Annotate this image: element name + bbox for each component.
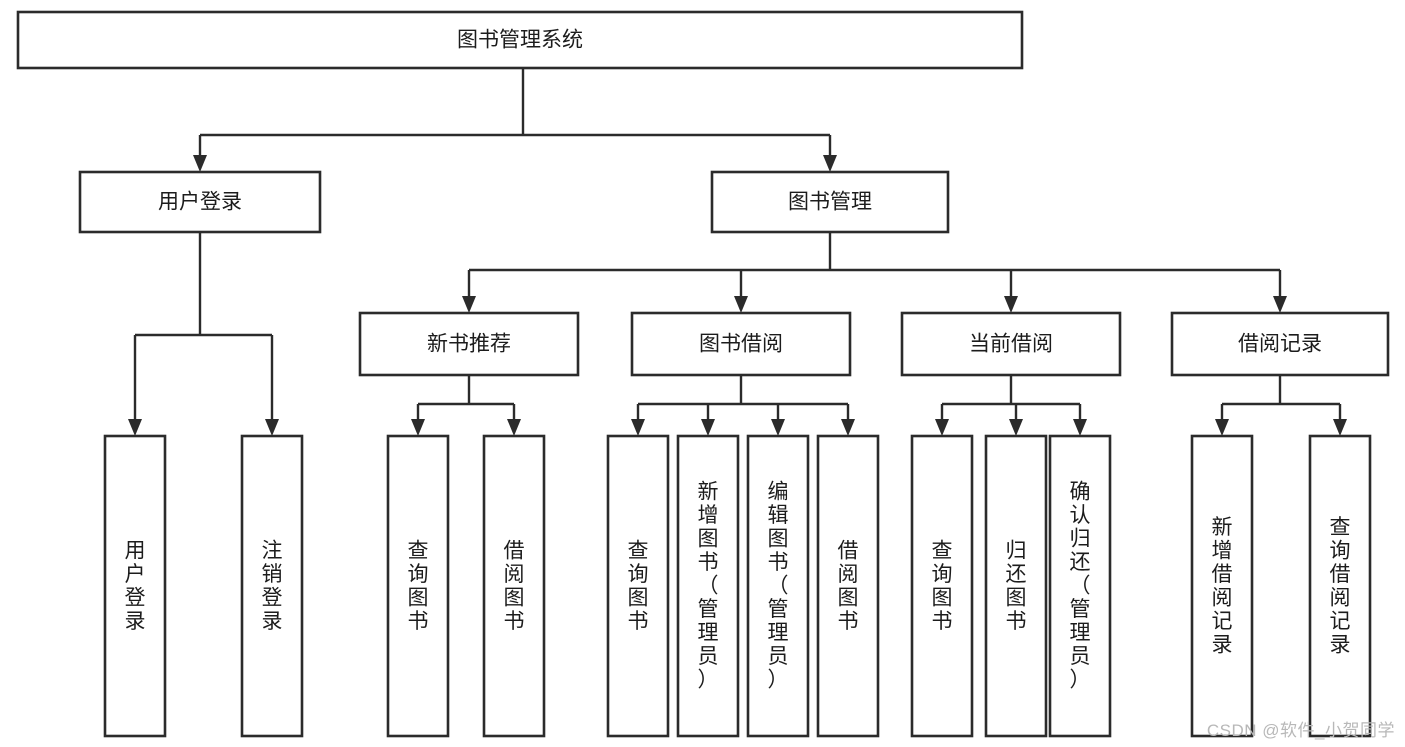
arrow-head-icon [462, 296, 476, 313]
node-borrow-record[interactable]: 借阅记录 [1170, 311, 1390, 377]
node-label: 注销登录 [262, 539, 283, 633]
arrow-head-icon [734, 296, 748, 313]
node-label: 新增借阅记录 [1212, 516, 1233, 657]
node-label: 确认归还（管理员） [1070, 481, 1091, 692]
node-label: 查询图书 [408, 539, 429, 633]
arrow-head-icon [935, 419, 949, 436]
node-leaf-add-record[interactable]: 新增借阅记录 [1190, 434, 1254, 738]
node-box [1170, 311, 1390, 377]
arrow-head-icon [631, 419, 645, 436]
arrow-head-icon [1073, 419, 1087, 436]
arrow-head-icon [1004, 296, 1018, 313]
node-leaf-edit-book[interactable]: 编辑图书（管理员） [746, 434, 810, 738]
arrow-head-icon [771, 419, 785, 436]
node-box [103, 434, 167, 738]
node-leaf-query-record[interactable]: 查询借阅记录 [1308, 434, 1372, 738]
node-box [1190, 434, 1254, 738]
node-leaf-borrow-book-rec[interactable]: 借阅图书 [482, 434, 546, 738]
node-root[interactable]: 图书管理系统 [16, 10, 1024, 70]
node-layer: 图书管理系统用户登录图书管理新书推荐图书借阅当前借阅借阅记录用户登录注销登录查询… [16, 10, 1390, 738]
node-label: 图书借阅 [699, 333, 783, 356]
node-label: 查询借阅记录 [1330, 516, 1351, 657]
node-leaf-query-book-rec[interactable]: 查询图书 [386, 434, 450, 738]
arrow-head-icon [1215, 419, 1229, 436]
node-box [358, 311, 580, 377]
node-leaf-query-book-cb[interactable]: 查询图书 [910, 434, 974, 738]
node-box [746, 434, 810, 738]
node-leaf-query-book-bb[interactable]: 查询图书 [606, 434, 670, 738]
node-label: 归还图书 [1006, 539, 1027, 633]
node-box [710, 170, 950, 234]
node-current-borrow[interactable]: 当前借阅 [900, 311, 1122, 377]
node-leaf-confirm-return[interactable]: 确认归还（管理员） [1048, 434, 1112, 738]
node-box [1048, 434, 1112, 738]
arrow-head-icon [193, 155, 207, 172]
node-box [630, 311, 852, 377]
node-label: 借阅图书 [504, 539, 525, 633]
node-box [900, 311, 1122, 377]
arrow-head-icon [411, 419, 425, 436]
node-label: 当前借阅 [969, 333, 1053, 356]
node-leaf-logout[interactable]: 注销登录 [240, 434, 304, 738]
arrow-head-icon [1333, 419, 1347, 436]
node-box [984, 434, 1048, 738]
node-box [1308, 434, 1372, 738]
arrow-head-icon [841, 419, 855, 436]
node-box [482, 434, 546, 738]
node-box [910, 434, 974, 738]
node-box [16, 10, 1024, 70]
arrow-head-icon [823, 155, 837, 172]
node-user-login[interactable]: 用户登录 [78, 170, 322, 234]
node-label: 图书管理系统 [457, 29, 583, 52]
connector-layer [128, 68, 1347, 436]
node-leaf-borrow-book-bb[interactable]: 借阅图书 [816, 434, 880, 738]
node-leaf-user-login[interactable]: 用户登录 [103, 434, 167, 738]
node-box [816, 434, 880, 738]
node-leaf-add-book[interactable]: 新增图书（管理员） [676, 434, 740, 738]
arrow-head-icon [1009, 419, 1023, 436]
node-box [676, 434, 740, 738]
node-label: 图书管理 [788, 191, 872, 214]
arrow-head-icon [507, 419, 521, 436]
node-label: 借阅图书 [838, 539, 859, 633]
node-book-borrow[interactable]: 图书借阅 [630, 311, 852, 377]
node-label: 用户登录 [125, 539, 146, 633]
node-leaf-return-book[interactable]: 归还图书 [984, 434, 1048, 738]
node-label: 新书推荐 [427, 333, 511, 356]
csdn-watermark: CSDN @软件_小贺同学 [1206, 721, 1395, 740]
node-box [606, 434, 670, 738]
arrow-head-icon [265, 419, 279, 436]
node-box [240, 434, 304, 738]
node-box [386, 434, 450, 738]
arrow-head-icon [128, 419, 142, 436]
node-book-manage[interactable]: 图书管理 [710, 170, 950, 234]
arrow-head-icon [1273, 296, 1287, 313]
arrow-head-icon [701, 419, 715, 436]
node-new-book-recommend[interactable]: 新书推荐 [358, 311, 580, 377]
node-box [78, 170, 322, 234]
node-label: 查询图书 [932, 539, 953, 633]
node-label: 借阅记录 [1238, 333, 1322, 356]
node-label: 用户登录 [158, 191, 242, 214]
node-label: 编辑图书（管理员） [768, 481, 789, 692]
node-label: 新增图书（管理员） [698, 481, 719, 692]
node-label: 查询图书 [628, 539, 649, 633]
